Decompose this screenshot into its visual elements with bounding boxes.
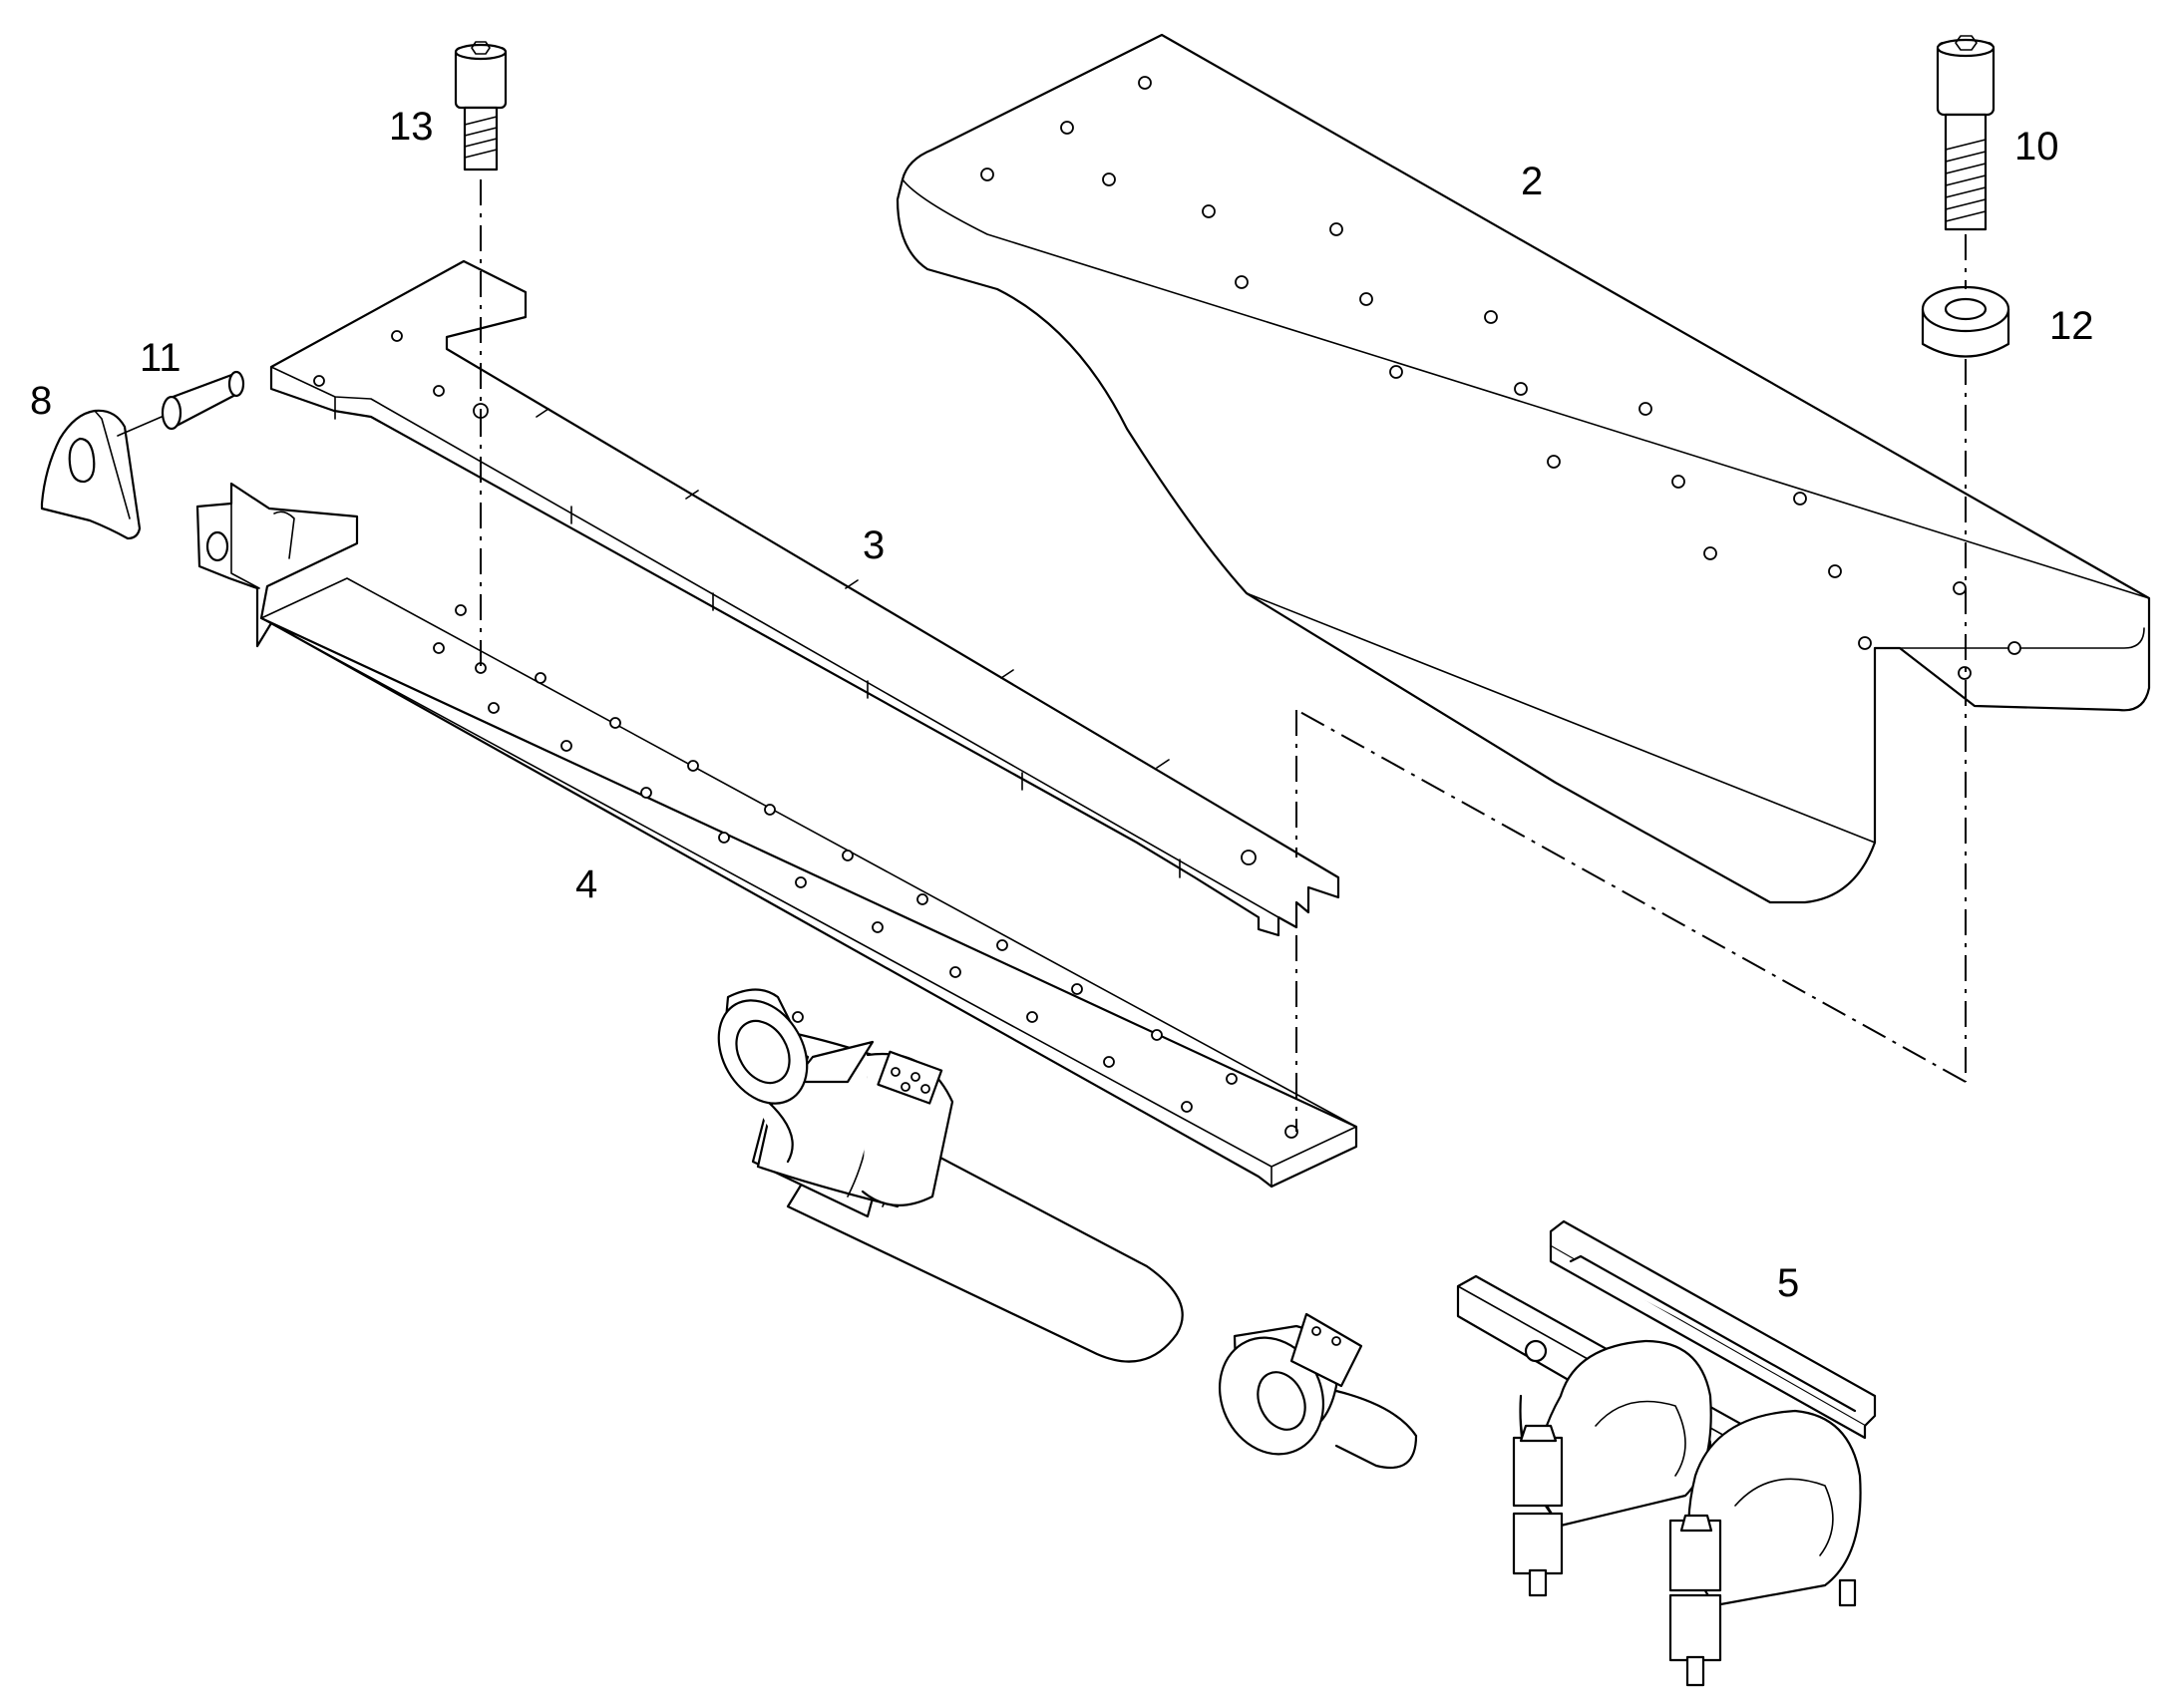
- part-8-clevis-block: [40, 409, 142, 540]
- part-2-holes: [980, 76, 2021, 680]
- callout-5: 5: [1777, 1261, 1799, 1305]
- callout-4: 4: [575, 862, 597, 906]
- part-10-cap-screw: [1936, 35, 1996, 231]
- part-2-cover-plate: [896, 33, 2151, 904]
- part-11-pin: [117, 370, 245, 437]
- center-lines: [480, 179, 1967, 1132]
- part-5-pipe-clamp: [1456, 1219, 1877, 1687]
- callout-8: 8: [30, 379, 52, 423]
- callout-11: 11: [140, 336, 182, 380]
- callout-12: 12: [2049, 304, 2094, 348]
- callouts: 2 3 4 5 8 10 11 12 13: [30, 105, 2094, 1305]
- callout-13: 13: [389, 105, 434, 149]
- callout-10: 10: [2014, 125, 2059, 169]
- hydraulic-cylinder: [717, 988, 1418, 1470]
- part-13-cap-screw: [454, 41, 508, 171]
- callout-3: 3: [863, 523, 885, 567]
- part-12-bushing: [1921, 285, 2010, 358]
- callout-2: 2: [1521, 160, 1543, 203]
- part-3-slotted-rail: [269, 259, 1340, 937]
- part-4-holes: [433, 604, 1298, 1139]
- part-4-bracket: [195, 482, 1358, 1189]
